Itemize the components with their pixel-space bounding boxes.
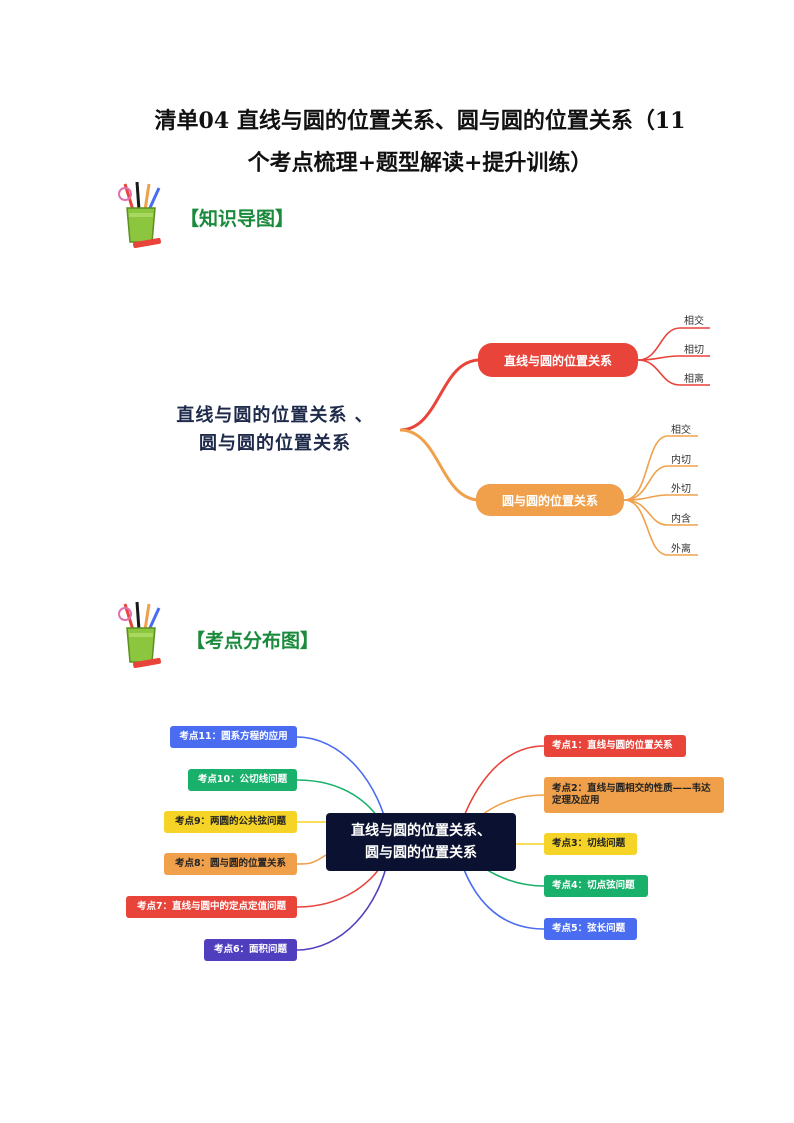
mindmap1-root-line-2: 圆与圆的位置关系 — [199, 433, 351, 454]
mindmap1-root-line-1: 直线与圆的位置关系 、 — [176, 405, 374, 426]
mindmap1-branch-circle-circle: 圆与圆的位置关系 — [476, 484, 624, 516]
topic-node: 考点4：切点弦问题 — [544, 875, 648, 897]
topic-node: 考点11：圆系方程的应用 — [170, 726, 297, 748]
mindmap1-branch-line-circle: 直线与圆的位置关系 — [478, 343, 638, 377]
pencil-cup-icon — [115, 600, 167, 672]
mindmap1-leaf: 内含 — [671, 514, 691, 525]
mindmap2-root: 直线与圆的位置关系、 圆与圆的位置关系 — [326, 813, 516, 871]
title-line-2: 个考点梳理+题型解读+提升训练） — [247, 150, 593, 176]
mindmap2-root-line-1: 直线与圆的位置关系、 — [351, 823, 491, 839]
topic-node: 考点3：切线问题 — [544, 833, 637, 855]
section-title-topic-map: 【考点分布图】 — [186, 630, 320, 652]
mindmap2-root-line-2: 圆与圆的位置关系 — [365, 845, 477, 861]
mindmap1-leaf: 外离 — [671, 544, 691, 555]
topic-node: 考点1：直线与圆的位置关系 — [544, 735, 686, 757]
section-title-knowledge-map: 【知识导图】 — [180, 208, 295, 230]
title-line-1: 清单04 直线与圆的位置关系、圆与圆的位置关系（11 — [154, 108, 686, 134]
mindmap1-root: 直线与圆的位置关系 、 圆与圆的位置关系 — [150, 402, 400, 458]
mindmap1-leaf: 相交 — [671, 425, 691, 436]
page-title: 清单04 直线与圆的位置关系、圆与圆的位置关系（11 个考点梳理+题型解读+提升… — [100, 100, 740, 184]
mindmap1-leaf: 相切 — [684, 345, 704, 356]
topic-node: 考点10：公切线问题 — [188, 769, 297, 791]
topic-node: 考点5：弦长问题 — [544, 918, 637, 940]
mindmap1-leaf: 相交 — [684, 316, 704, 327]
topic-node: 考点6：面积问题 — [204, 939, 297, 961]
mindmap1-leaf: 相离 — [684, 374, 704, 385]
mindmap1-leaf: 内切 — [671, 455, 691, 466]
topic-node: 考点2：直线与圆相交的性质——韦达定理及应用 — [544, 777, 724, 813]
topic-node: 考点7：直线与圆中的定点定值问题 — [126, 896, 297, 918]
pencil-cup-icon — [115, 180, 167, 252]
topic-node: 考点8：圆与圆的位置关系 — [164, 853, 297, 875]
topic-node: 考点9：两圆的公共弦问题 — [164, 811, 297, 833]
mindmap1-connectors — [399, 327, 710, 556]
mindmap1-leaf: 外切 — [671, 484, 691, 495]
